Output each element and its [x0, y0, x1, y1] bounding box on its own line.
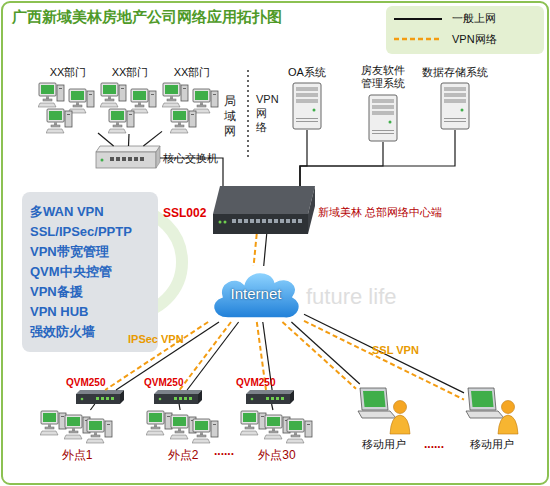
node-label: 数据存储系统 [420, 66, 490, 79]
vpn-router: QVM250 [246, 390, 294, 404]
branch-pcs [40, 411, 312, 443]
legend-text: 一般上网 [452, 12, 496, 25]
vpn-router: QVM250 [76, 390, 124, 404]
watermark: future life [306, 284, 397, 310]
node-label: 外点1 [40, 448, 114, 462]
node-label: XX部门 [38, 66, 98, 79]
network-link [291, 322, 359, 384]
branch-pcs: 外点30 [240, 410, 314, 446]
node-label: XX部门 [100, 66, 160, 79]
server: 数据存储系统 [440, 82, 470, 130]
cloud-label: Internet [208, 285, 304, 303]
department-pcs: XX部门 [100, 82, 160, 134]
branch-pcs: 外点1 [40, 410, 114, 446]
feature-item: QVM中央控管 [30, 264, 154, 280]
zone-divider [247, 70, 249, 160]
node-label: 外点2 [146, 448, 220, 462]
feature-item: SSL/IPSec/PPTP [30, 224, 154, 240]
ellipsis: ...... [214, 444, 234, 458]
node-label: OA系统 [278, 66, 336, 79]
department-pcs: XX部门 [162, 82, 222, 134]
node-label: 房友软件 管理系统 [356, 64, 410, 90]
device-model: QVM250 [236, 377, 275, 389]
vpn-router: QVM250 [154, 390, 202, 404]
network-link [98, 133, 114, 146]
network-link [187, 322, 239, 390]
network-link [300, 130, 455, 186]
branch-pcs: 外点2 [146, 410, 220, 446]
zone-label: 局域网 [224, 94, 237, 139]
vpn-gateway: SSL002新域美林 总部网络中心端 [213, 186, 315, 234]
network-link [90, 404, 94, 410]
network-link [304, 314, 464, 393]
core-switch-icon [96, 146, 160, 168]
node-label: 核心交换机 [163, 152, 218, 165]
network-link [300, 130, 307, 186]
node-label: 移动用户 [464, 438, 520, 451]
network-link [128, 134, 130, 146]
mobile-user: 移动用户 [464, 384, 520, 436]
server: 房友软件 管理系统 [368, 94, 398, 142]
node-label: 新域美林 总部网络中心端 [318, 206, 442, 219]
vpn-tunnel [254, 234, 257, 266]
network-link [143, 131, 162, 146]
internet-cloud: Internet [208, 266, 304, 322]
diagram-title: 广西新域美林房地产公司网络应用拓扑图 [12, 8, 282, 26]
network-link [264, 234, 267, 266]
feature-item: 多WAN VPN [30, 204, 154, 220]
device-model: QVM250 [144, 377, 183, 389]
legend-sample-line [394, 18, 442, 20]
network-link [179, 404, 180, 410]
router-icons [76, 390, 294, 404]
legend-box [386, 6, 544, 54]
network-link [300, 142, 383, 186]
vpn-tunnel [304, 321, 464, 400]
legend-sample-dashed [394, 38, 442, 41]
zone-label: VPN网络 [256, 92, 270, 134]
feature-panel: 多WAN VPN SSL/IPSec/PPTP VPN带宽管理 QVM中央控管 VPN备… [22, 192, 158, 352]
feature-item: VPN HUB [30, 304, 154, 320]
feature-item: VPN带宽管理 [30, 244, 154, 260]
server: OA系统 [292, 82, 322, 130]
edge-label: SSL VPN [372, 344, 419, 357]
department-pcs [38, 83, 218, 133]
node-label: XX部门 [162, 66, 222, 79]
server-icons [293, 83, 469, 141]
core-switch: 核心交换机 [96, 146, 160, 170]
ellipsis: ...... [424, 437, 444, 451]
mobile-user-icons [358, 388, 518, 434]
vpn-tunnel [282, 322, 356, 389]
node-label: 外点30 [240, 448, 314, 462]
legend-text: VPN网络 [452, 33, 497, 46]
vpn-tunnel [180, 322, 232, 390]
gateway-icon [213, 186, 315, 234]
device-model: SSL002 [163, 206, 206, 220]
device-model: QVM250 [66, 377, 105, 389]
edge-label: IPSec VPN [128, 333, 184, 346]
node-label: 移动用户 [356, 438, 412, 451]
department-pcs: XX部门 [38, 82, 98, 134]
network-link [272, 404, 273, 410]
feature-item: VPN备援 [30, 284, 154, 300]
mobile-user: 移动用户 [356, 384, 412, 436]
